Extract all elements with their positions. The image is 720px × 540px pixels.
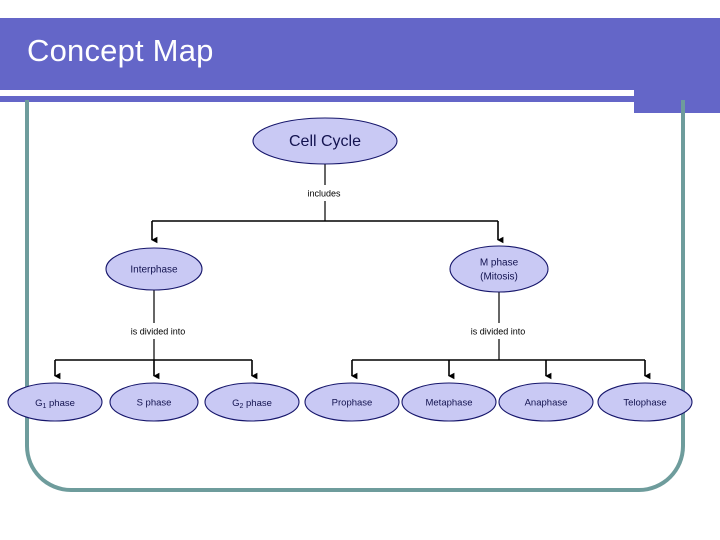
- node-shape: [401, 382, 497, 422]
- node-telophase[interactable]: Telophase: [597, 382, 693, 422]
- node-g1-phase[interactable]: G1 phase: [7, 382, 103, 422]
- node-label: Prophase: [332, 398, 373, 409]
- node-shape: [449, 245, 549, 293]
- node-label: Anaphase: [525, 398, 568, 409]
- edge-label-is-divided-into-interphase: is divided into: [115, 324, 202, 338]
- node-shape: [252, 117, 398, 165]
- slide-header-rule: [0, 90, 634, 96]
- node-label: G2 phase: [232, 398, 272, 410]
- node-label-subscript: 1: [42, 403, 46, 410]
- content-frame-border: [25, 100, 685, 492]
- node-label-base: G: [232, 398, 239, 409]
- node-label-line-2: (Mitosis): [480, 272, 518, 283]
- node-anaphase[interactable]: Anaphase: [498, 382, 594, 422]
- node-shape: [597, 382, 693, 422]
- node-cell-cycle[interactable]: Cell Cycle: [252, 117, 398, 165]
- node-label: G1 phase: [35, 398, 75, 410]
- node-shape: [204, 382, 300, 422]
- node-label: Interphase: [130, 265, 178, 276]
- node-shape: [7, 382, 103, 422]
- connector-mphase-to-stages: [351, 292, 651, 380]
- node-shape: [109, 382, 199, 422]
- edge-label-includes: includes: [298, 186, 351, 200]
- node-g2-phase[interactable]: G2 phase: [204, 382, 300, 422]
- node-s-phase[interactable]: S phase: [109, 382, 199, 422]
- node-prophase[interactable]: Prophase: [304, 382, 400, 422]
- node-interphase[interactable]: Interphase: [105, 247, 203, 291]
- node-metaphase[interactable]: Metaphase: [401, 382, 497, 422]
- node-label: S phase: [137, 398, 172, 409]
- edge-label-text: includes: [307, 188, 341, 198]
- node-shape: [304, 382, 400, 422]
- connector-root-to-includes: [151, 164, 504, 244]
- node-shape: [498, 382, 594, 422]
- node-label: Metaphase: [425, 398, 472, 409]
- node-label: Cell Cycle: [289, 133, 361, 150]
- node-label-subscript: 2: [239, 403, 243, 410]
- node-label-line-1: M phase: [480, 258, 519, 269]
- slide-header-band-extension: [634, 18, 720, 113]
- node-m-phase[interactable]: M phase (Mitosis): [449, 245, 549, 293]
- edge-label-text: is divided into: [471, 326, 526, 336]
- node-shape: [105, 247, 203, 291]
- node-label-tail: phase: [46, 398, 75, 409]
- edge-label-text: is divided into: [131, 326, 186, 336]
- connector-interphase-to-subphases: [54, 290, 258, 380]
- page-title: Concept Map: [27, 33, 214, 68]
- edge-label-is-divided-into-mphase: is divided into: [455, 324, 542, 338]
- slide-header-band: [0, 18, 634, 102]
- node-label-tail: phase: [243, 398, 272, 409]
- node-label-base: G: [35, 398, 42, 409]
- node-label: Telophase: [623, 398, 666, 409]
